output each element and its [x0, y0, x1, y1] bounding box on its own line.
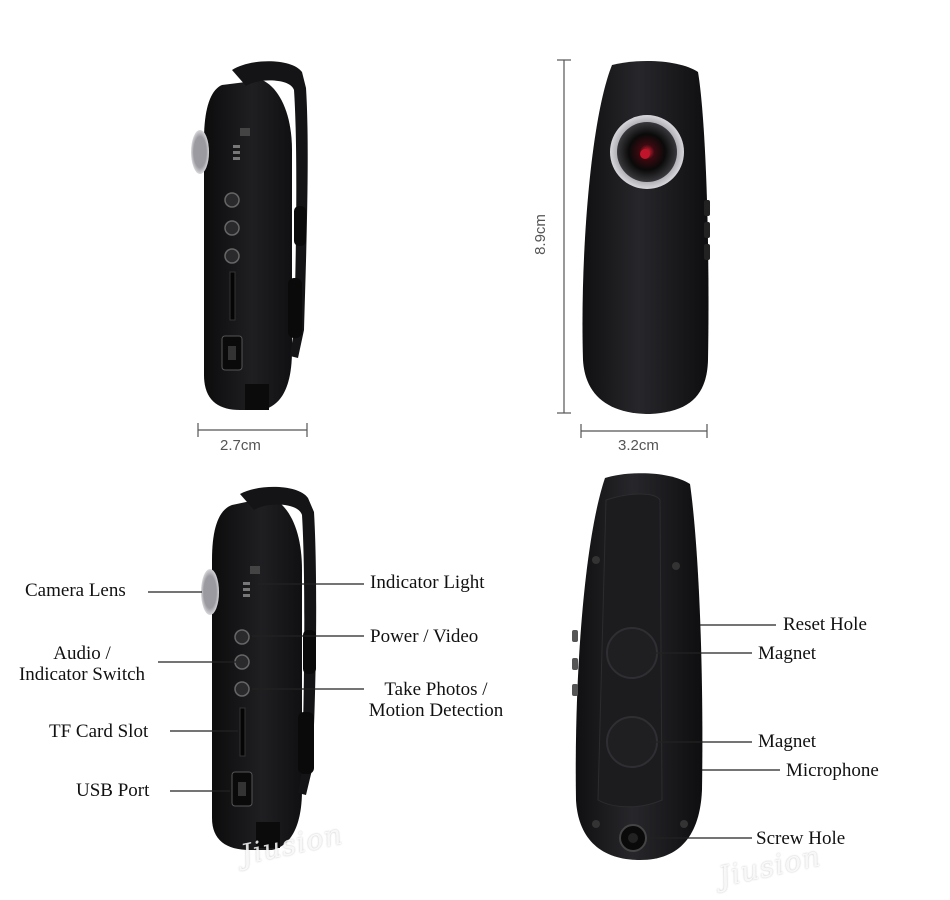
clip-knob — [303, 630, 316, 674]
callout-take-photos-line1: Take Photos / — [384, 679, 488, 700]
screw-icon — [592, 556, 600, 564]
side-buttons-icon — [572, 630, 578, 696]
photo-button-icon — [224, 248, 240, 264]
callout-tf-card-slot: TF Card Slot — [49, 721, 149, 742]
callout-reset-hole: Reset Hole — [783, 614, 867, 635]
power-button-icon — [234, 629, 250, 645]
bottom-tab — [245, 384, 269, 410]
side-button-icon — [704, 222, 710, 238]
callout-audio-switch-line2: Indicator Switch — [18, 664, 146, 685]
magnet-icon — [606, 627, 658, 679]
power-button-icon — [224, 192, 240, 208]
device-body — [582, 60, 709, 414]
device-body — [212, 497, 302, 850]
callout-take-photos: Take Photos / Motion Detection — [356, 679, 516, 721]
audio-button-icon — [234, 654, 250, 670]
dimension-line-depth — [197, 423, 308, 437]
camera-lens-icon — [201, 569, 219, 615]
dimension-height-label: 8.9cm — [531, 214, 549, 255]
dimension-width-label: 3.2cm — [618, 437, 659, 454]
screw-icon — [592, 820, 600, 828]
side-button-icon — [704, 200, 710, 216]
dimension-depth-label: 2.7cm — [220, 437, 261, 454]
dimension-line-height — [557, 59, 571, 414]
clip-knob — [298, 712, 314, 774]
device-front-view — [582, 60, 710, 414]
callout-audio-switch: Audio / Indicator Switch — [8, 643, 156, 685]
callout-camera-lens: Camera Lens — [25, 580, 126, 601]
tf-card-slot-icon — [229, 271, 236, 321]
callout-microphone: Microphone — [786, 760, 879, 781]
tf-card-slot-icon — [239, 707, 246, 757]
callout-magnet-lower: Magnet — [758, 731, 817, 752]
indicator-light-icon — [240, 128, 250, 136]
screw-icon — [672, 562, 680, 570]
callout-power-video: Power / Video — [370, 626, 479, 647]
device-side-view-bottom — [201, 486, 317, 850]
side-button-icon — [704, 244, 710, 260]
clip-knob — [288, 278, 302, 338]
bottom-tab — [256, 822, 280, 848]
photo-button-icon — [234, 681, 250, 697]
callout-audio-switch-line1: Audio / — [53, 643, 111, 664]
callout-magnet-upper: Magnet — [758, 643, 817, 664]
indicator-dots-icon — [233, 145, 240, 160]
camera-lens-icon — [191, 130, 209, 174]
callout-lines-right — [648, 624, 780, 839]
clip-knob — [294, 206, 306, 246]
device-side-view-top — [191, 61, 308, 410]
callout-lines-left — [148, 583, 364, 792]
callout-take-photos-line2: Motion Detection — [368, 700, 504, 721]
callout-indicator-light: Indicator Light — [370, 572, 485, 593]
callout-screw-hole: Screw Hole — [756, 828, 846, 849]
dimension-line-width — [580, 424, 708, 438]
device-body — [204, 80, 292, 410]
indicator-dots-icon — [243, 582, 250, 597]
device-back-view — [572, 473, 703, 860]
indicator-light-icon — [250, 566, 260, 574]
magnet-icon — [606, 716, 658, 768]
callout-usb-port: USB Port — [76, 780, 150, 801]
screw-icon — [680, 820, 688, 828]
audio-button-icon — [224, 220, 240, 236]
